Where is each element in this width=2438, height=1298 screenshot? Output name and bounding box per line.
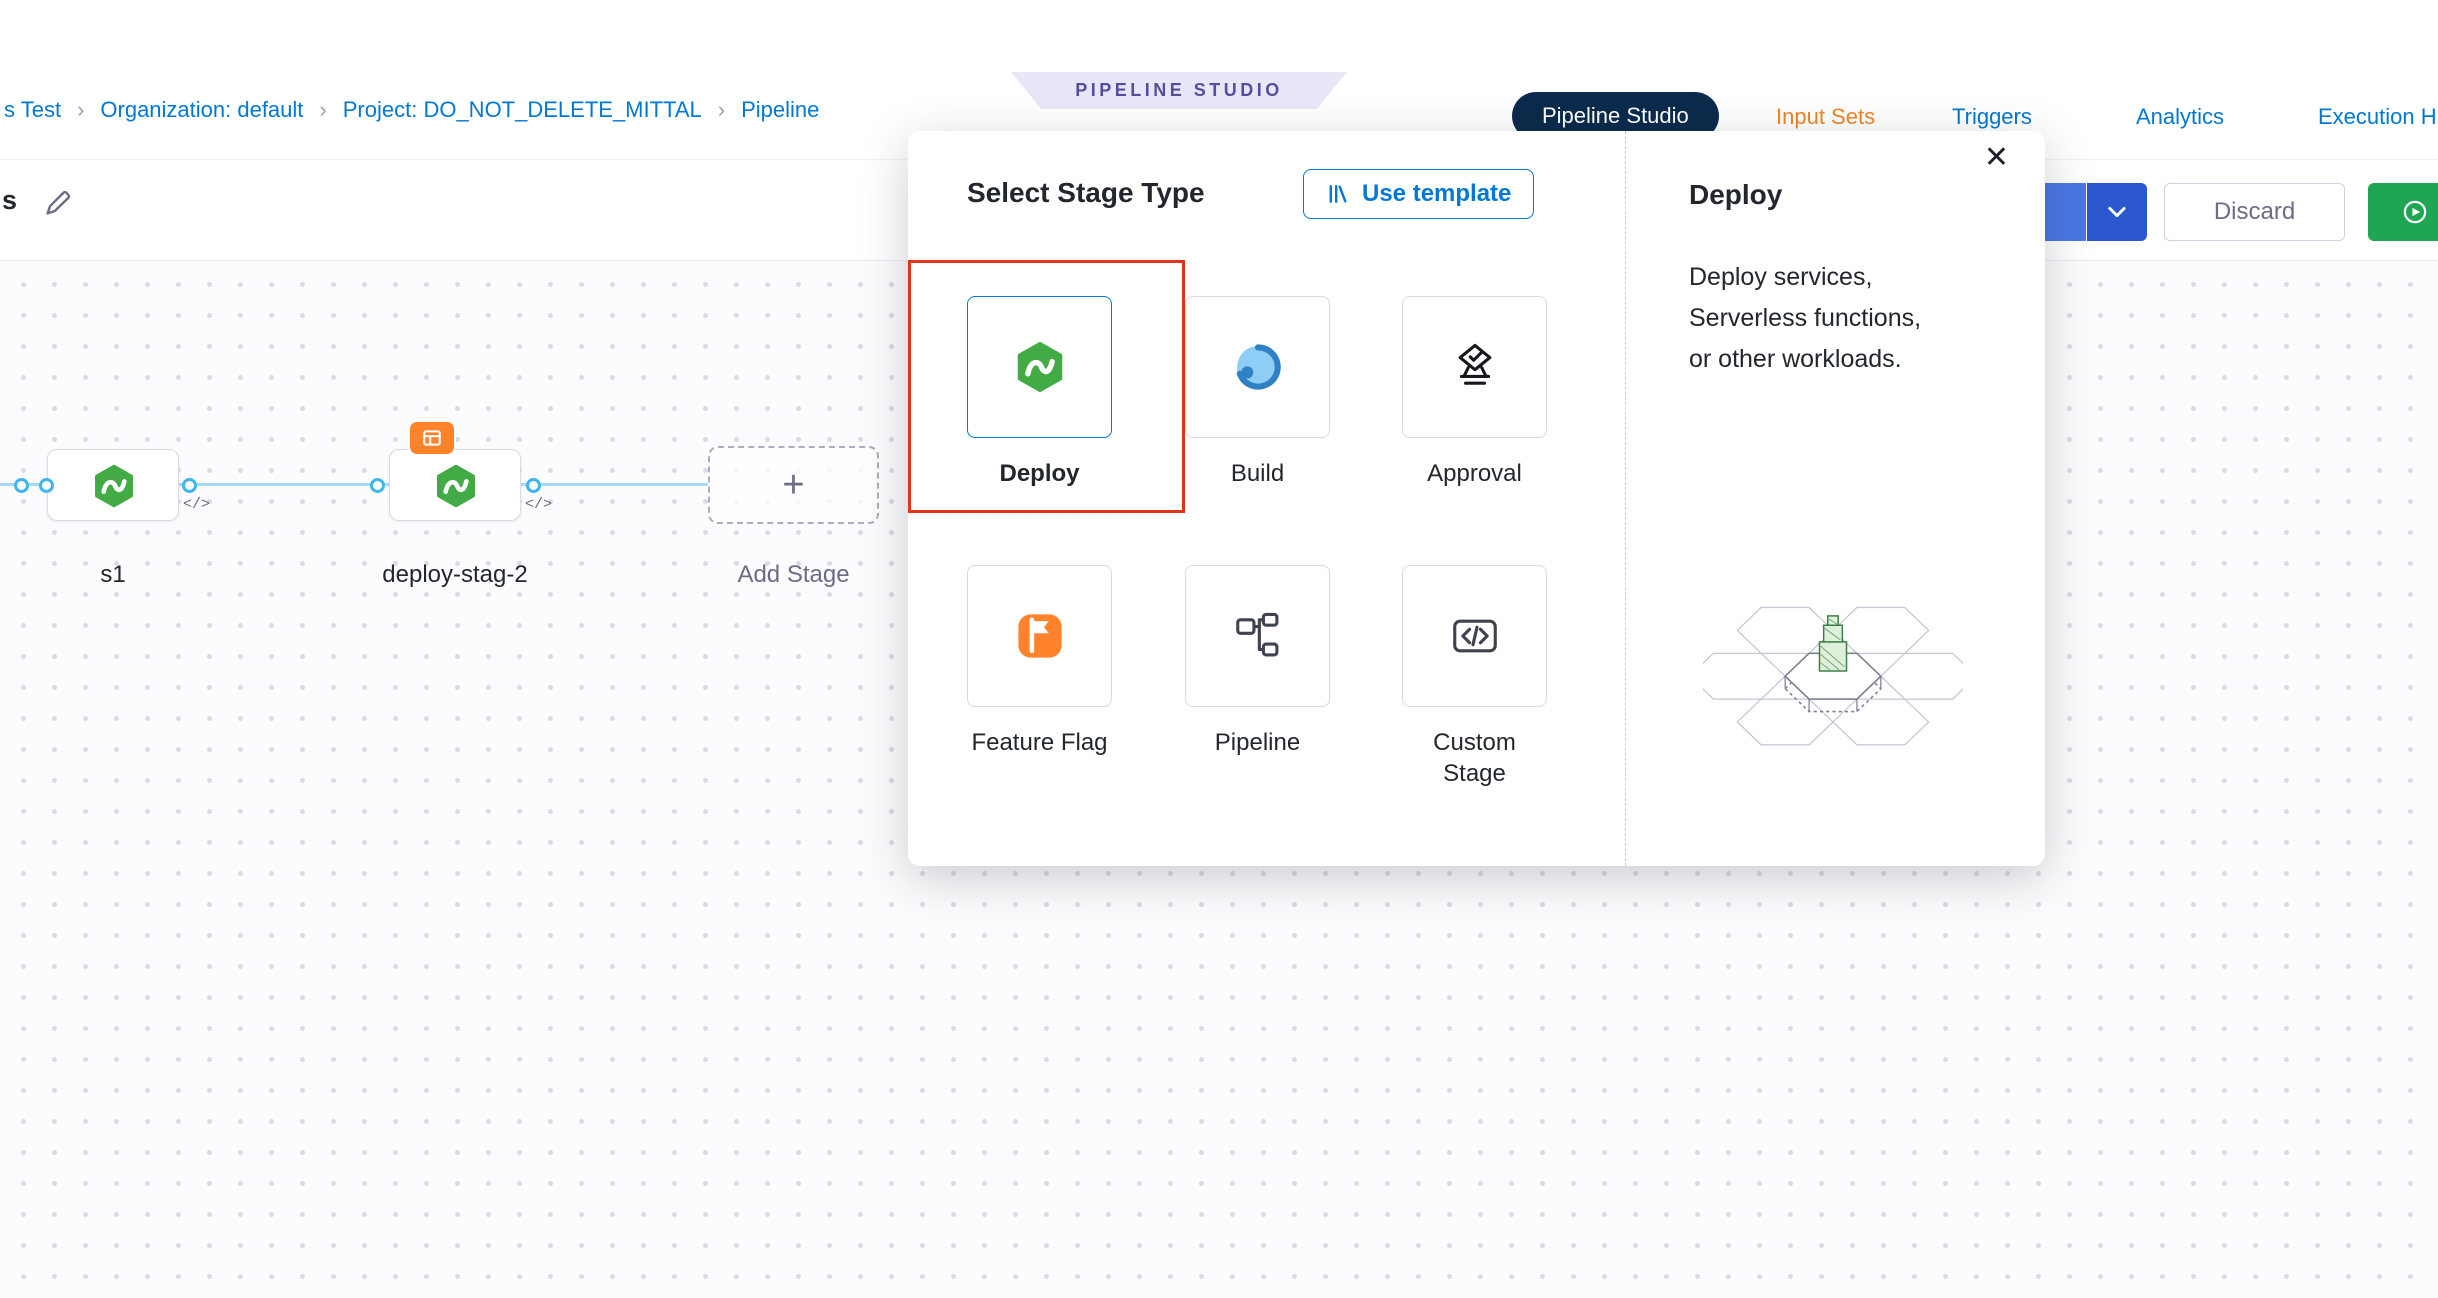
pipeline-studio-wedge: PIPELINE STUDIO bbox=[1011, 72, 1347, 109]
use-template-label: Use template bbox=[1362, 180, 1512, 207]
connector-port[interactable] bbox=[370, 478, 385, 493]
connector-port[interactable] bbox=[39, 478, 54, 493]
discard-button-label: Discard bbox=[2213, 198, 2296, 225]
detail-panel-description: Deploy services, Serverless functions, o… bbox=[1689, 257, 1921, 380]
plus-icon: + bbox=[782, 463, 805, 506]
approval-icon bbox=[1448, 340, 1502, 394]
play-circle-icon bbox=[2402, 199, 2428, 225]
stage-type-feature-flag[interactable] bbox=[967, 565, 1112, 707]
close-icon[interactable]: ✕ bbox=[1983, 141, 2009, 174]
add-stage-button[interactable]: + bbox=[708, 446, 879, 524]
connector-port[interactable] bbox=[182, 478, 197, 493]
stage-node-deploy-stag-2[interactable]: </> bbox=[389, 422, 552, 521]
stage-label-deploy-stag-2: deploy-stag-2 bbox=[382, 561, 528, 588]
connector-port[interactable] bbox=[14, 478, 29, 493]
deploy-stage-icon bbox=[91, 463, 137, 509]
stage-type-build[interactable] bbox=[1185, 296, 1330, 438]
description-line: Serverless functions, bbox=[1689, 304, 1922, 332]
chevron-down-icon bbox=[2105, 200, 2129, 224]
pipeline-icon bbox=[1231, 609, 1285, 663]
template-icon bbox=[420, 426, 444, 450]
breadcrumb-separator: › bbox=[319, 97, 327, 122]
description-line: or other workloads. bbox=[1689, 345, 1902, 373]
stage-node-s1[interactable]: </> bbox=[47, 449, 210, 521]
pipeline-name-fragment: s bbox=[2, 185, 18, 215]
stage-type-label-pipeline: Pipeline bbox=[1214, 729, 1301, 756]
select-stage-type-modal: ✕ Select Stage Type Use template Deploy … bbox=[908, 131, 2045, 866]
tab-execution-history[interactable]: Execution History bbox=[2318, 104, 2438, 129]
deploy-icon bbox=[1013, 340, 1067, 394]
stage-type-label-custom: Custom Stage bbox=[1433, 729, 1516, 787]
deploy-stage-icon bbox=[433, 463, 479, 509]
add-stage-label: Add Stage bbox=[737, 561, 850, 588]
discard-button[interactable]: Discard bbox=[2164, 183, 2345, 241]
connector-port[interactable] bbox=[526, 478, 541, 493]
breadcrumb-organization[interactable]: Organization: default bbox=[100, 97, 304, 122]
build-icon bbox=[1231, 340, 1285, 394]
custom-stage-icon bbox=[1448, 609, 1502, 663]
edit-pipeline-name-button[interactable] bbox=[42, 187, 74, 219]
use-template-button[interactable]: Use template bbox=[1303, 169, 1535, 219]
connector-line bbox=[0, 483, 708, 486]
breadcrumb-pipelines[interactable]: Pipeline bbox=[741, 97, 820, 122]
tab-analytics[interactable]: Analytics bbox=[2136, 104, 2225, 129]
tab-input-sets[interactable]: Input Sets bbox=[1776, 104, 1876, 129]
breadcrumb-separator: › bbox=[717, 97, 726, 122]
stage-type-pipeline[interactable] bbox=[1185, 565, 1330, 707]
pencil-icon bbox=[42, 187, 74, 219]
library-icon bbox=[1326, 182, 1350, 206]
description-line: Deploy services, bbox=[1689, 263, 1873, 291]
stage-type-custom[interactable] bbox=[1402, 565, 1547, 707]
stage-type-label-deploy: Deploy bbox=[999, 460, 1080, 487]
stage-label-s1: s1 bbox=[100, 561, 126, 588]
breadcrumb-account[interactable]: s Test bbox=[4, 97, 62, 122]
feature-flag-icon bbox=[1013, 609, 1067, 663]
stage-type-approval[interactable] bbox=[1402, 296, 1547, 438]
run-button[interactable]: Run bbox=[2368, 183, 2438, 241]
breadcrumb-project[interactable]: Project: DO_NOT_DELETE_MITTAL bbox=[342, 97, 702, 122]
tab-triggers[interactable]: Triggers bbox=[1952, 104, 2032, 129]
detail-panel-title: Deploy bbox=[1689, 179, 1783, 210]
modal-divider bbox=[1625, 131, 1626, 866]
deploy-illustration bbox=[1703, 606, 1963, 746]
stage-type-label-approval: Approval bbox=[1427, 460, 1522, 487]
stage-type-label-feature-flag: Feature Flag bbox=[971, 729, 1108, 756]
breadcrumb-separator: › bbox=[77, 97, 85, 122]
breadcrumb: s Test › Organization: default › Project… bbox=[4, 97, 819, 123]
modal-title: Select Stage Type bbox=[967, 177, 1205, 208]
code-indicator: </> bbox=[525, 496, 553, 513]
template-badge bbox=[410, 422, 454, 454]
stage-type-deploy[interactable] bbox=[967, 296, 1112, 438]
stage-type-label-build: Build bbox=[1230, 460, 1285, 487]
code-indicator: </> bbox=[183, 496, 211, 513]
save-dropdown-button[interactable] bbox=[2087, 183, 2147, 241]
